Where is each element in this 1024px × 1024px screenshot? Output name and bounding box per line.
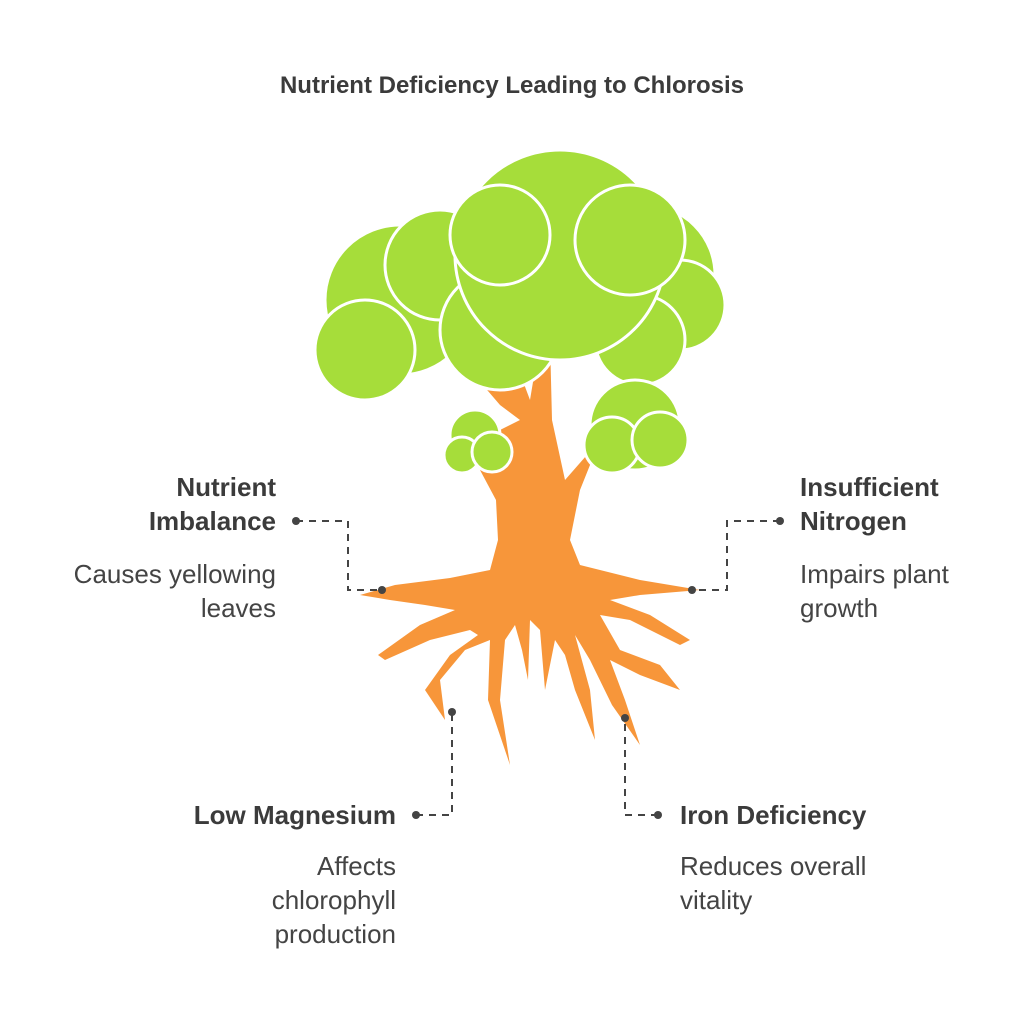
tree-trunk [360, 340, 700, 765]
connector-low-magnesium [416, 712, 453, 816]
connector-dots [292, 517, 784, 819]
connector-insufficient-nitrogen [692, 520, 780, 591]
diagram-title: Nutrient Deficiency Leading to Chlorosis [279, 72, 745, 99]
cause-iron-deficiency-label: Iron Deficiency [680, 800, 867, 830]
connector-lines [296, 520, 780, 816]
cause-insufficient-nitrogen-label: Insufficient Nitrogen [800, 472, 939, 536]
cause-nutrient-imbalance-desc: Causes yellowing leaves [73, 559, 276, 623]
cause-nutrient-imbalance-label: Nutrient Imbalance [148, 472, 276, 536]
cause-low-magnesium-desc: Affects chlorophyll production [271, 851, 396, 949]
cause-insufficient-nitrogen-desc: Impairs plant growth [800, 559, 949, 623]
cause-low-magnesium-label: Low Magnesium [193, 800, 396, 830]
tree-foliage [313, 148, 727, 475]
connector-iron-deficiency [624, 718, 658, 816]
cause-iron-deficiency-desc: Reduces overall vitality [680, 851, 867, 915]
connector-nutrient-imbalance [296, 520, 382, 591]
